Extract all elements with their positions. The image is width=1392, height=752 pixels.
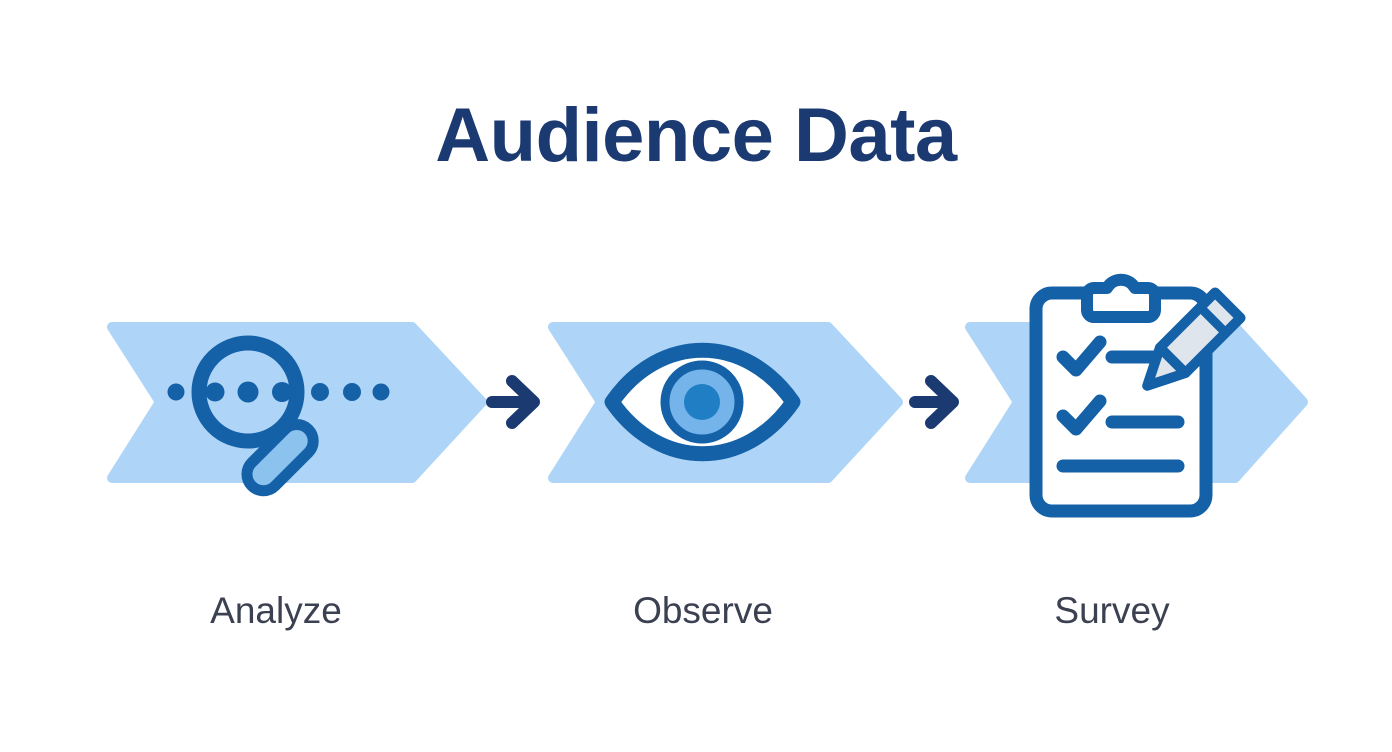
step-survey[interactable] (965, 273, 1308, 518)
magnifying-glass-with-dots-icon (167, 335, 390, 497)
dot (205, 382, 225, 402)
eye-pupil (684, 384, 720, 420)
dot (167, 383, 185, 401)
checkmark-2-icon (1056, 394, 1107, 436)
dot (272, 382, 292, 402)
clipboard-clip (1081, 273, 1161, 323)
pencil-eraser-band (1197, 304, 1229, 336)
dot (372, 383, 390, 401)
step-analyze[interactable] (107, 322, 487, 498)
step-observe[interactable] (548, 322, 903, 483)
dot (237, 381, 259, 403)
pencil-tip (1142, 342, 1191, 391)
checkmark-1-icon (1056, 335, 1107, 377)
dot (343, 383, 361, 401)
pencil-icon (1142, 287, 1246, 391)
step-label-observe: Observe (633, 590, 773, 631)
flow-arrow-1-icon (486, 375, 540, 429)
magnifier-handle (241, 419, 319, 497)
dot (311, 383, 329, 401)
magnifier-lens-ring (191, 335, 305, 449)
clipboard-checklist-with-pencil-icon (1029, 273, 1246, 518)
step-label-survey: Survey (1054, 590, 1170, 631)
eye-icon (604, 342, 801, 462)
page-title: Audience Data (435, 93, 957, 178)
step-label-analyze: Analyze (210, 590, 342, 631)
dot-row (167, 381, 390, 403)
flow-arrow-2-icon (909, 375, 959, 429)
